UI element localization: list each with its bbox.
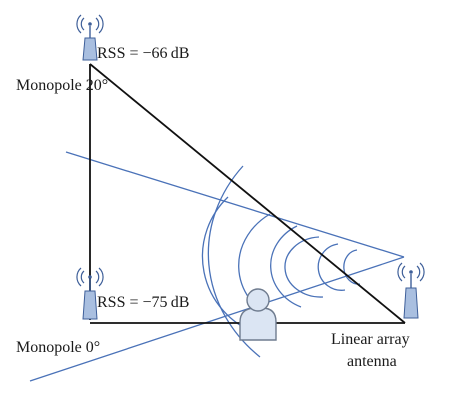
bottom-rss-label: RSS = −75 dB [97,294,189,311]
top-monopole-label: Monopole 20° [16,77,108,94]
person-icon [239,288,277,341]
beam-arc-2 [201,196,256,334]
beam-arc-1 [207,165,261,358]
beam-edge-lower [29,256,405,382]
beam-arc-5 [284,236,324,298]
bottom-monopole-label: Monopole 0° [16,339,100,356]
array-label-line2: antenna [347,353,397,370]
monopole-antenna-icon [76,14,104,61]
beam-pattern [29,151,405,382]
top-rss-label: RSS = −66 dB [97,45,189,62]
array-label-line1: Linear array [331,331,410,348]
hypotenuse-line [89,63,406,324]
beam-arc-6 [317,243,346,291]
beam-arc-4 [270,225,302,308]
monopole-antenna-icon [397,262,425,319]
beam-arc-7 [343,249,361,285]
beam-edge-upper [65,151,405,258]
geometry-lines [89,63,406,324]
monopole-antenna-icon [76,267,104,320]
